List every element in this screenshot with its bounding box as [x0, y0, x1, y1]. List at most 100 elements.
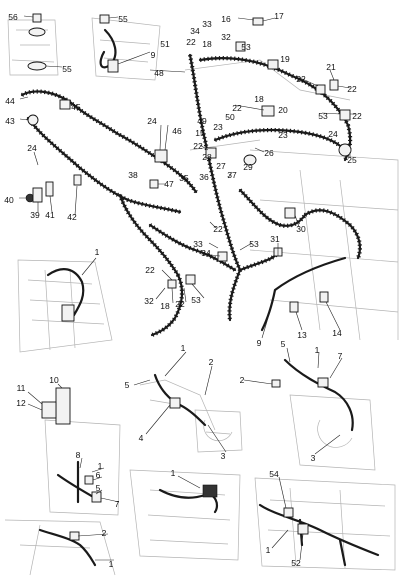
callout-c53c: 53: [249, 239, 259, 249]
callout-c7b: 7: [115, 499, 120, 509]
connector-part-54: [283, 507, 294, 518]
callout-c34b: 34: [201, 248, 211, 258]
callout-c28: 28: [202, 152, 212, 162]
callout-c1d: 1: [98, 461, 103, 471]
callout-c1e: 1: [171, 468, 176, 478]
callout-c40: 40: [4, 195, 14, 205]
connector-part-18: [167, 279, 177, 289]
connector-part-2: [271, 379, 281, 388]
callout-c3a: 3: [221, 451, 226, 461]
callout-c1f: 1: [266, 545, 271, 555]
leader-lines: [19, 15, 356, 561]
callout-c6: 6: [96, 470, 101, 480]
bracket-part-12: [41, 401, 57, 419]
connector-part-30: [284, 207, 296, 219]
connector-part-9: [107, 59, 119, 73]
callout-c20: 20: [278, 105, 288, 115]
connector-part-7-small: [91, 491, 102, 503]
connector-part-56: [32, 13, 42, 23]
callout-c37: 37: [227, 170, 237, 180]
callout-c15: 15: [195, 128, 205, 138]
callout-c12: 12: [16, 398, 26, 408]
callout-c13: 13: [297, 330, 307, 340]
grommet-part-55-top: [28, 27, 46, 37]
callout-c49: 49: [197, 116, 207, 126]
callout-c29: 29: [243, 162, 253, 172]
callout-c10: 10: [49, 375, 59, 385]
engine-harness-connector-1: [61, 304, 75, 322]
connector-part-55: [99, 14, 110, 24]
connector-part-53-right: [339, 109, 351, 121]
callout-c24a: 24: [147, 116, 157, 126]
connector-part-53: [235, 41, 246, 52]
callout-c22c: 22: [347, 84, 357, 94]
connector-part-28: [205, 147, 217, 159]
callout-c22e: 22: [352, 111, 362, 121]
callout-c18a: 18: [202, 39, 212, 49]
callout-c51: 51: [160, 39, 170, 49]
callout-c39: 39: [30, 210, 40, 220]
connector-part-29: [243, 154, 257, 166]
callout-c5b: 5: [125, 380, 130, 390]
callout-c25: 25: [347, 155, 357, 165]
connector-part-21: [329, 79, 339, 91]
connector-parts: [25, 13, 352, 541]
connector-part-19: [267, 59, 279, 70]
callout-c22b: 22: [296, 74, 306, 84]
callout-c31: 31: [270, 234, 280, 244]
callout-c9b: 9: [257, 338, 262, 348]
connector-part-7: [317, 377, 329, 388]
connector-part-42: [73, 174, 82, 186]
connector-part-6: [84, 475, 94, 485]
callout-c45: 45: [71, 102, 81, 112]
callout-c53a: 53: [241, 42, 251, 52]
callout-c16: 16: [221, 14, 231, 24]
connector-part-53-lower: [185, 274, 196, 285]
callout-c32a: 32: [221, 32, 231, 42]
callout-c2c: 2: [102, 528, 107, 538]
callout-c35: 35: [179, 173, 189, 183]
connector-part-1-center: [202, 484, 218, 498]
callout-c33a: 33: [202, 19, 212, 29]
callout-c5a: 5: [281, 339, 286, 349]
callout-c22i: 22: [175, 299, 185, 309]
callout-c33b: 33: [193, 239, 203, 249]
callout-c3b: 3: [311, 453, 316, 463]
connector-part-4: [169, 397, 181, 409]
connector-part-10: [55, 387, 71, 425]
callout-c30: 30: [296, 224, 306, 234]
callout-c22d: 22: [232, 103, 242, 113]
callout-c34a: 34: [190, 26, 200, 36]
callout-c18b: 18: [254, 94, 264, 104]
callout-c53b: 53: [318, 111, 328, 121]
connector-part-20: [261, 105, 275, 117]
callout-c1a: 1: [95, 247, 100, 257]
callout-c32b: 32: [144, 296, 154, 306]
connector-part-16: [252, 17, 264, 26]
main-harness: [20, 53, 362, 337]
callout-c27: 27: [216, 161, 226, 171]
callout-c21: 21: [326, 62, 336, 72]
callout-c36: 36: [199, 172, 209, 182]
callout-c17: 17: [274, 11, 284, 21]
callout-c44: 44: [5, 96, 15, 106]
callout-c22a: 22: [186, 37, 196, 47]
callout-c41: 41: [45, 210, 55, 220]
callout-c53d: 53: [191, 295, 201, 305]
callout-c4: 4: [139, 433, 144, 443]
callout-c18c: 18: [160, 301, 170, 311]
callout-c42: 42: [67, 212, 77, 222]
connector-part-24: [154, 149, 168, 163]
callout-c43: 43: [5, 116, 15, 126]
callout-c56: 56: [8, 12, 18, 22]
callout-c23b: 23: [278, 130, 288, 140]
callout-c38: 38: [128, 170, 138, 180]
callout-c2a: 2: [209, 357, 214, 367]
callout-c14: 14: [332, 328, 342, 338]
callout-c23a: 23: [213, 122, 223, 132]
callout-c2b: 2: [240, 375, 245, 385]
callout-c7a: 7: [338, 351, 343, 361]
callout-c1c: 1: [315, 345, 320, 355]
